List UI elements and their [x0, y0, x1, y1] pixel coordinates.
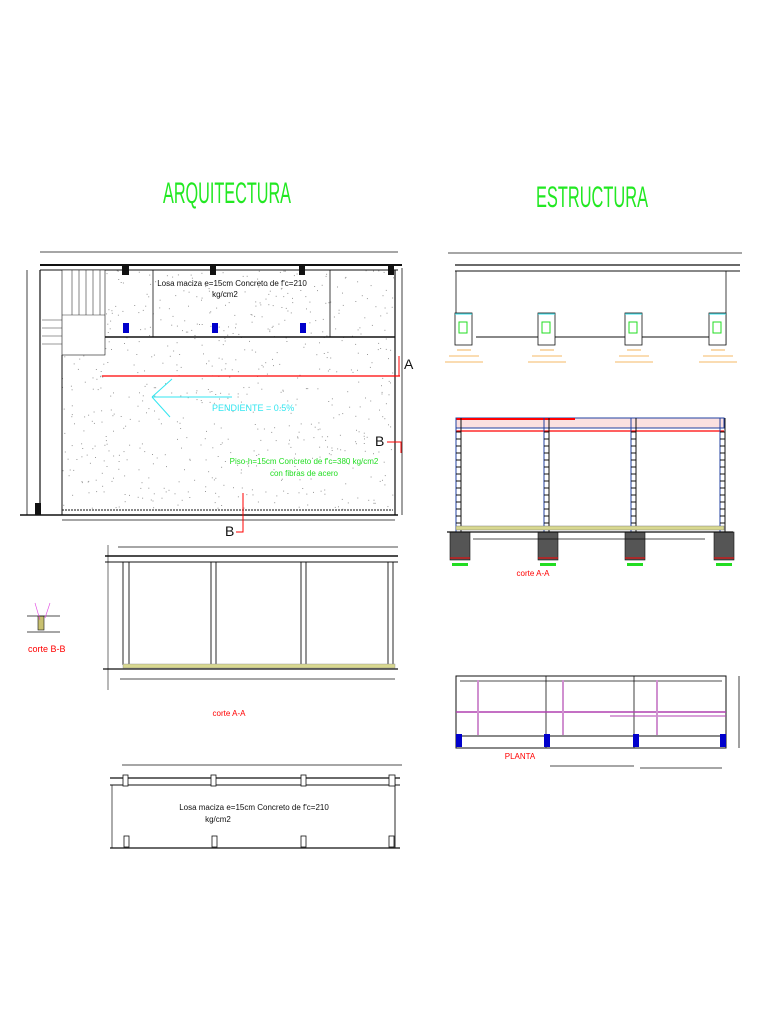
- architecture-section-aa: corte A-A: [103, 545, 398, 718]
- column-rebar: [624, 418, 646, 566]
- section-mark-b-right: B: [375, 433, 384, 449]
- section-aa-label: corte A-A: [517, 569, 551, 578]
- concrete-hatch: [62, 270, 394, 511]
- structure-section-aa: corte A-A: [447, 417, 735, 578]
- column-blue: [633, 734, 639, 747]
- structure-footings: [445, 252, 742, 363]
- slab-note: Losa maciza e=15cm Concreto de f'c=210: [157, 279, 307, 288]
- slope-arrow-icon: [151, 378, 232, 418]
- plan-label: PLANTA: [505, 752, 536, 761]
- floor-note: Piso-h=15cm Concreto de f'c=380 kg/cm2: [230, 457, 379, 466]
- column-blue: [456, 734, 462, 747]
- title-arquitectura: ARQUITECTURA: [163, 177, 291, 210]
- section-mark-a: A: [404, 356, 414, 372]
- column-rebar: [449, 418, 471, 566]
- detail-bb-label: corte B-B: [28, 644, 66, 654]
- column: [299, 265, 305, 275]
- floor-fill: [122, 663, 396, 669]
- slab-note: kg/cm2: [212, 290, 238, 299]
- section-mark-b-bottom: B: [225, 523, 234, 539]
- column-blue: [720, 734, 726, 747]
- column-blue: [212, 323, 218, 333]
- floor-fill: [455, 525, 725, 531]
- floor-note: con fibras de acero: [270, 469, 339, 478]
- slab-note: Losa maciza e=15cm Concreto de f'c=210: [179, 803, 329, 812]
- column: [388, 265, 394, 275]
- column-rebar: [713, 418, 735, 566]
- column: [210, 265, 216, 275]
- slab-note: kg/cm2: [205, 815, 231, 824]
- column-rebar: [537, 418, 559, 566]
- column: [35, 503, 41, 515]
- structure-plan: PLANTA: [455, 675, 740, 769]
- footing: [528, 312, 566, 363]
- footing: [615, 312, 653, 363]
- footing: [699, 312, 737, 363]
- title-estructura: ESTRUCTURA: [536, 181, 648, 214]
- architecture-plan: Losa maciza e=15cm Concreto de f'c=210 k…: [20, 251, 414, 539]
- column: [122, 265, 129, 275]
- architecture-elevation: Losa maciza e=15cm Concreto de f'c=210 k…: [110, 764, 402, 849]
- section-aa-label: corte A-A: [213, 709, 247, 718]
- column-blue: [544, 734, 550, 747]
- slope-note: PENDIENTE = 0.5%: [212, 403, 294, 413]
- detail-bb: corte B-B: [27, 602, 66, 654]
- column-blue: [300, 323, 306, 333]
- footing: [445, 312, 483, 363]
- column-blue: [123, 323, 129, 333]
